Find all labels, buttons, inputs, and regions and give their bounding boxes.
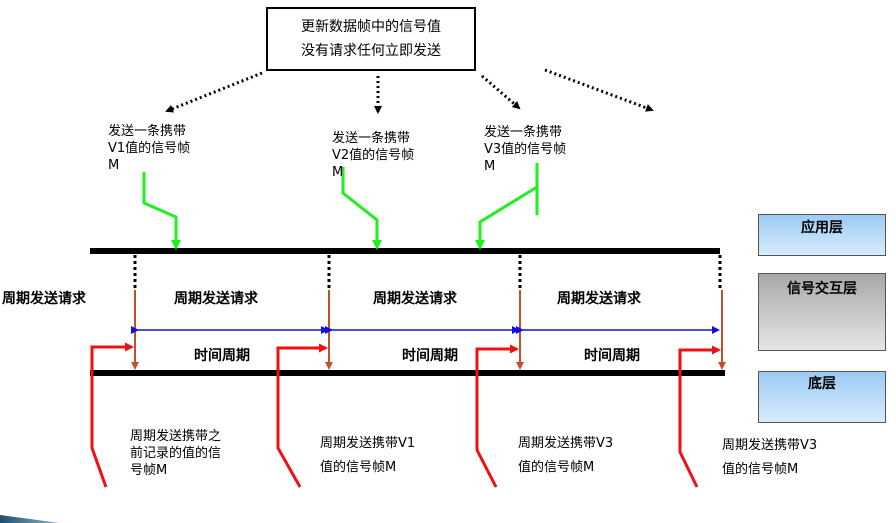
left-period-request-label: 周期发送请求 <box>2 291 86 307</box>
period-request-label-3: 周期发送请求 <box>557 291 641 307</box>
upper-bus-bar <box>90 248 720 254</box>
green-send-arrows <box>142 163 539 250</box>
top-info-box: 更新数据帧中的信号值 没有请求任何立即发送 <box>266 7 476 71</box>
time-period-label-2: 时间周期 <box>402 348 458 364</box>
lower-bus-bar <box>90 370 725 376</box>
send-label-v2: 发送一条携带 V2值的信号帧 M <box>332 131 415 180</box>
send-label-v1: 发送一条携带 V1值的信号帧 M <box>108 124 191 173</box>
time-period-label-1: 时间周期 <box>194 348 250 364</box>
time-period-label-3: 时间周期 <box>584 348 640 364</box>
layer-signal-interaction: 信号交互层 <box>758 273 886 351</box>
layer-bottom: 底层 <box>758 371 886 423</box>
dotted-connectors <box>133 255 722 288</box>
bottom-label-2: 周期发送携带V1 值的信号帧M <box>320 436 416 475</box>
top-box-line1: 更新数据帧中的信号值 <box>301 19 441 35</box>
send-label-v3: 发送一条携带 V3值的信号帧 M <box>484 125 567 174</box>
layer-application: 应用层 <box>758 214 886 256</box>
period-request-label-2: 周期发送请求 <box>373 291 457 307</box>
bottom-label-3: 周期发送携带V3 值的信号帧M <box>518 436 614 475</box>
bottom-label-1: 周期发送携带之 前记录的值的信 号帧M <box>130 429 222 478</box>
dotted-arrows <box>165 68 654 114</box>
bottom-label-4: 周期发送携带V3 值的信号帧M <box>722 438 818 477</box>
period-request-label-1: 周期发送请求 <box>174 291 258 307</box>
red-send-arrows <box>90 342 721 488</box>
top-box-line2: 没有请求任何立即发送 <box>301 43 441 59</box>
corner-decoration <box>0 515 60 523</box>
